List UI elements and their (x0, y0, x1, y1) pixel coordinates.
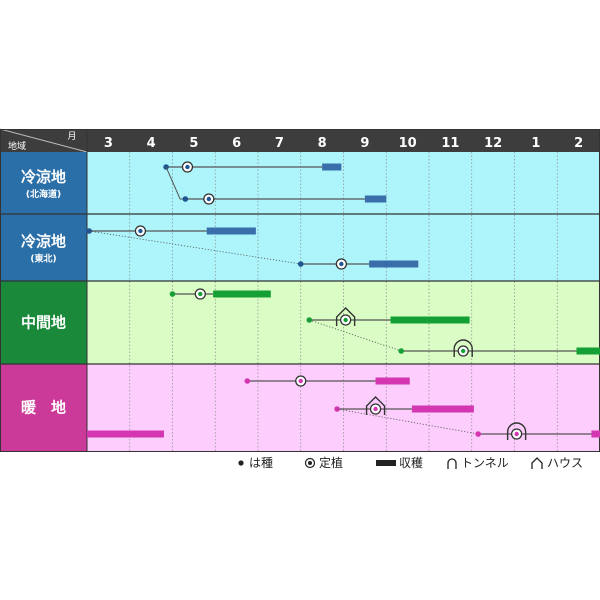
plant-circle-icon (304, 457, 316, 468)
planting-mark-center (138, 228, 143, 234)
harvest-bar (322, 163, 342, 171)
month-header-3: 3 (104, 136, 113, 151)
harvest-bar (206, 227, 256, 235)
house-icon (365, 396, 386, 415)
planting-mark-center (373, 406, 378, 412)
dotted-connector (309, 319, 402, 352)
month-header-6: 6 (232, 136, 241, 151)
legend-label-sow: は種 (249, 456, 274, 470)
harvest-bar (390, 316, 470, 324)
harvest-bar (213, 290, 271, 298)
legend-label-house: ハウス (547, 456, 584, 470)
region-label-band (0, 364, 87, 451)
legend-item-house: ハウス (530, 454, 583, 471)
legend-item-tunnel: トンネル (446, 454, 509, 471)
planting-mark-center (343, 317, 348, 323)
region-name: 暖 地 (21, 399, 66, 417)
legend-item-sow: は種 (236, 454, 273, 471)
region-subname: (北海道) (26, 188, 61, 200)
month-header-8: 8 (318, 136, 327, 151)
planting-mark-center (514, 431, 519, 437)
planting-mark-center (185, 164, 190, 170)
region-name: 中間地 (21, 314, 66, 332)
region-background (87, 152, 600, 214)
region-label-band (0, 214, 87, 281)
sowing-point (182, 196, 189, 202)
harvest-bar (591, 430, 600, 438)
house-icon (531, 456, 543, 469)
month-header-5: 5 (189, 136, 198, 151)
legend-item-plant: 定植 (304, 454, 343, 471)
region-label-band (0, 152, 87, 214)
harvest-bar (411, 405, 474, 413)
house-icon (335, 307, 356, 326)
month-header-12: 12 (484, 136, 502, 151)
month-header-9: 9 (360, 136, 369, 151)
harvest-bar (576, 347, 600, 355)
sowing-point (398, 348, 405, 354)
legend-item-harvest: 収穫 (376, 454, 423, 471)
harvest-bar (87, 430, 164, 438)
month-header-4: 4 (147, 136, 156, 151)
month-header-11: 11 (441, 136, 459, 151)
corner-diagonal (0, 128, 88, 153)
planting-mark-center (339, 261, 344, 267)
sowing-point (297, 261, 304, 267)
sowing-point (244, 378, 251, 384)
harvest-bar (364, 195, 387, 203)
legend: は種 定植 収穫 トンネル ハウス (236, 452, 600, 472)
sowing-point (169, 291, 176, 297)
month-header-10: 10 (399, 136, 417, 151)
sowing-point (475, 431, 481, 437)
planting-mark-center (206, 196, 212, 202)
harvest-bar (369, 260, 419, 268)
month-header-7: 7 (275, 136, 284, 151)
sow-dot-icon (238, 459, 244, 466)
legend-label-plant: 定植 (319, 456, 344, 470)
planting-mark-center (198, 291, 203, 297)
corner-region-label: 地域 (8, 140, 26, 152)
legend-label-harvest: 収穫 (399, 456, 424, 470)
planting-mark-center (298, 378, 303, 384)
tunnel-icon (453, 339, 473, 357)
harvest-bar (375, 377, 410, 385)
month-header-1: 1 (531, 136, 540, 151)
region-name: 冷涼地 (21, 168, 66, 186)
legend-label-tunnel: トンネル (461, 456, 509, 470)
tunnel-icon (506, 422, 527, 440)
month-header-2: 2 (574, 136, 583, 151)
region-subname: (東北) (30, 253, 56, 265)
region-label-band (0, 281, 87, 364)
region-name: 冷涼地 (21, 233, 66, 251)
corner-month-label: 月 (67, 131, 76, 142)
tunnel-icon (447, 457, 457, 469)
harvest-bar-icon (376, 459, 396, 466)
planting-mark-center (461, 348, 466, 354)
header-bar (0, 129, 600, 152)
